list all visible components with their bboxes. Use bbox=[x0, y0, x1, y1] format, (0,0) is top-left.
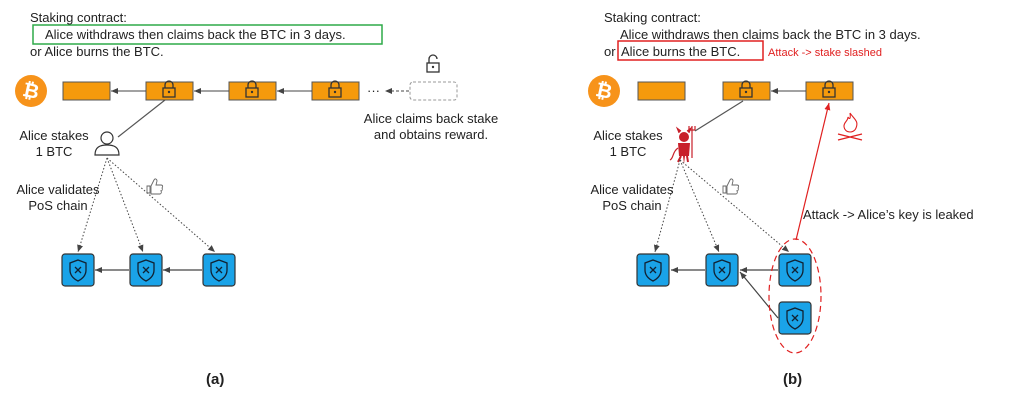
panel-b bbox=[588, 40, 863, 354]
attack-key-label: Attack -> Alice’s key is leaked bbox=[803, 207, 974, 222]
claims-line-2: and obtains reward. bbox=[373, 127, 489, 142]
btc-block bbox=[637, 81, 686, 101]
stake-link bbox=[694, 100, 744, 132]
burn-clause-b: Alice burns the BTC. bbox=[621, 44, 741, 59]
shield-icon bbox=[202, 253, 236, 287]
claims-line-1: Alice claims back stake bbox=[363, 111, 499, 126]
fork-chain-arrow bbox=[739, 271, 779, 319]
attack-slash-label: Attack -> stake slashed bbox=[768, 47, 883, 59]
validates-line-2: PoS chain bbox=[602, 198, 662, 213]
contract-title-b: Staking contract: bbox=[604, 10, 701, 25]
validation-line bbox=[679, 159, 720, 253]
stake-line-1: Alice stakes bbox=[593, 128, 663, 143]
attack-fork-ellipse bbox=[768, 238, 822, 354]
validates-label-a: Alice validates PoS chain bbox=[8, 182, 108, 214]
claims-label: Alice claims back stake and obtains rewa… bbox=[347, 111, 515, 143]
validates-line-1: Alice validates bbox=[590, 182, 674, 197]
withdraw-highlight-box bbox=[32, 24, 383, 45]
contract-title-a: Staking contract: bbox=[30, 10, 127, 25]
bitcoin-icon bbox=[15, 75, 47, 107]
shield-icon bbox=[129, 253, 163, 287]
shield-icon bbox=[636, 253, 670, 287]
withdraw-clause-a: Alice withdraws then claims back the BTC… bbox=[45, 27, 346, 42]
stake-label-b: Alice stakes 1 BTC bbox=[584, 128, 672, 160]
stake-link bbox=[117, 99, 166, 138]
validation-line bbox=[77, 157, 108, 253]
validates-line-1: Alice validates bbox=[16, 182, 100, 197]
shield-icon bbox=[778, 301, 812, 335]
withdraw-clause-b: Alice withdraws then claims back the BTC… bbox=[620, 27, 921, 42]
btc-block bbox=[62, 81, 111, 101]
devil-icon bbox=[669, 126, 696, 164]
panel-label-b: (b) bbox=[783, 371, 803, 388]
burn-highlight-box bbox=[617, 40, 764, 61]
or-label-b: or bbox=[604, 44, 616, 59]
stake-line-2: 1 BTC bbox=[609, 144, 647, 159]
thumbs-up-icon bbox=[722, 178, 740, 195]
unlock-icon bbox=[426, 54, 440, 73]
stake-line-2: 1 BTC bbox=[35, 144, 73, 159]
panel-a bbox=[15, 24, 458, 287]
shield-icon bbox=[778, 253, 812, 287]
bitcoin-icon bbox=[588, 75, 620, 107]
attack-link bbox=[795, 102, 831, 241]
validation-line bbox=[106, 157, 144, 253]
fire-icon bbox=[837, 112, 863, 141]
stake-line-1: Alice stakes bbox=[19, 128, 89, 143]
panel-label-a: (a) bbox=[206, 371, 225, 388]
person-icon bbox=[94, 131, 120, 156]
shield-icon bbox=[61, 253, 95, 287]
future-block bbox=[409, 81, 458, 101]
validates-line-2: PoS chain bbox=[28, 198, 88, 213]
shield-icon bbox=[705, 253, 739, 287]
burn-clause-a: or Alice burns the BTC. bbox=[30, 44, 164, 59]
validation-line bbox=[106, 157, 216, 253]
thumbs-up-icon bbox=[146, 178, 164, 195]
stake-label-a: Alice stakes 1 BTC bbox=[10, 128, 98, 160]
validation-line bbox=[679, 159, 790, 253]
validates-label-b: Alice validates PoS chain bbox=[582, 182, 682, 214]
ellipsis: ··· bbox=[367, 83, 380, 98]
